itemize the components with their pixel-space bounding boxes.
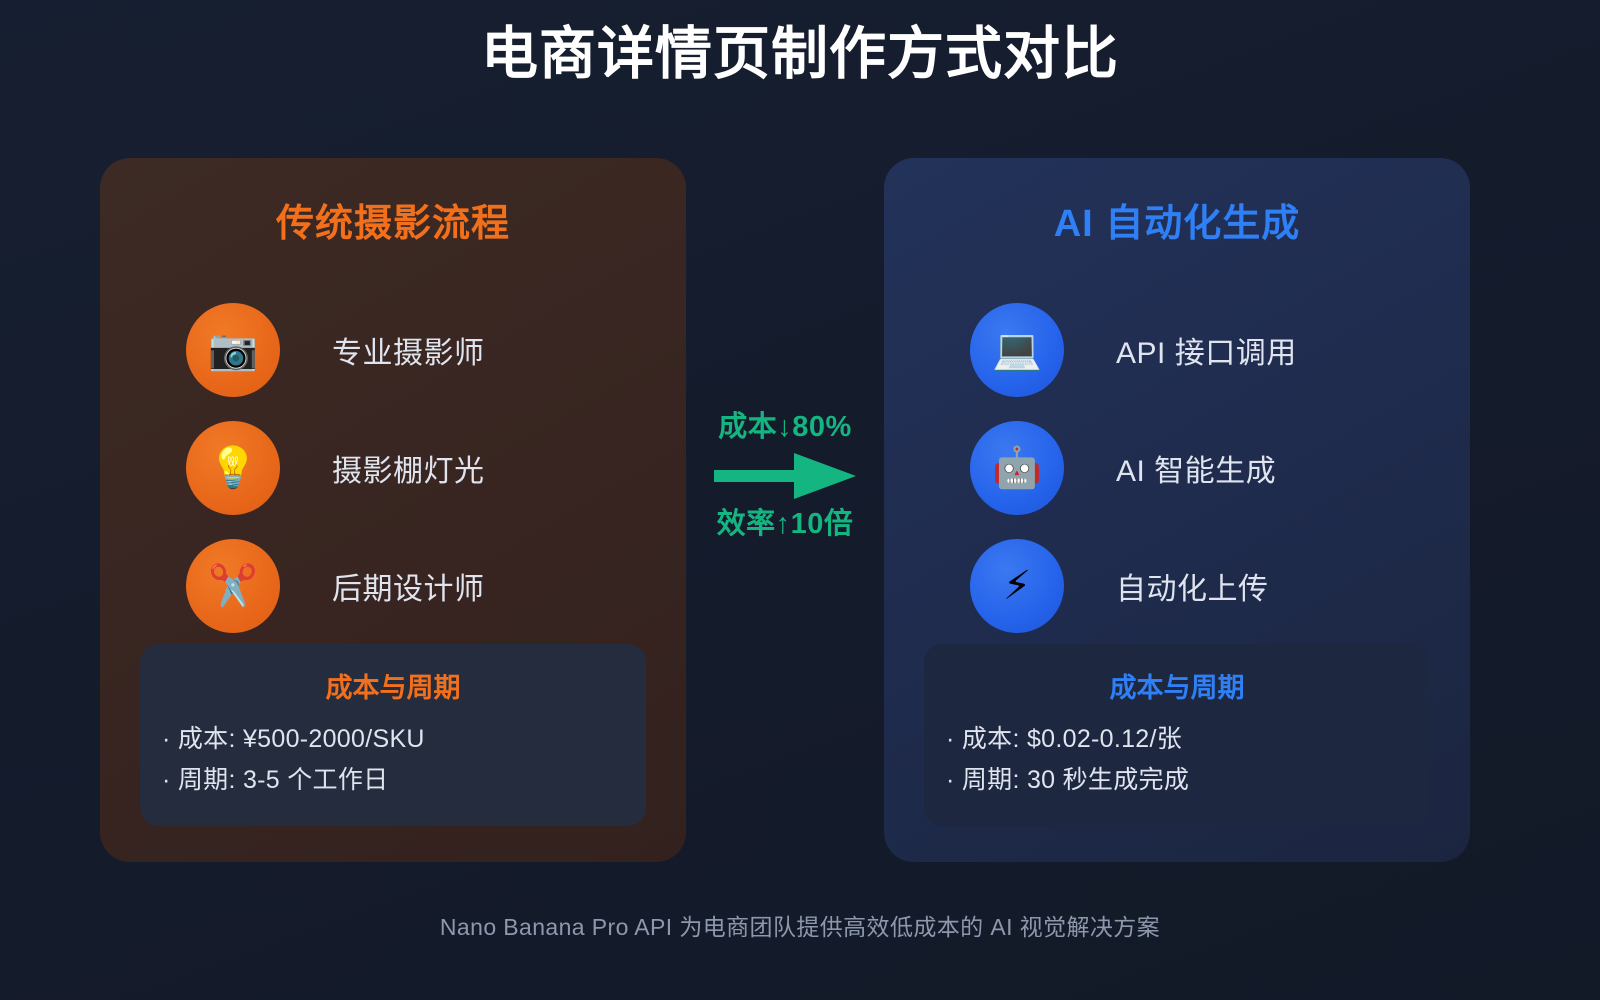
cost-reduction-label: 成本↓80% [718, 411, 852, 443]
feature-label: AI 智能生成 [1116, 455, 1277, 488]
feature-label: 后期设计师 [332, 573, 485, 606]
right-arrow-icon [686, 445, 884, 507]
page-title: 电商详情页制作方式对比 [481, 22, 1119, 86]
laptop-icon: 💻 [970, 303, 1064, 397]
left-feature-list: 📷 专业摄影师 💡 摄影棚灯光 ✂️ 后期设计师 [100, 291, 686, 645]
feature-row: ⚡ 自动化上传 [970, 527, 1470, 645]
lightning-bolt-icon: ⚡ [970, 539, 1064, 633]
feature-label: 自动化上传 [1116, 573, 1269, 606]
feature-label: 摄影棚灯光 [332, 455, 485, 488]
ai-automation-panel: AI 自动化生成 💻 API 接口调用 🤖 AI 智能生成 ⚡ 自动化上传 成本… [884, 158, 1470, 862]
feature-row: ✂️ 后期设计师 [186, 527, 686, 645]
efficiency-gain-label: 效率↑10倍 [716, 507, 854, 540]
left-panel-title: 传统摄影流程 [275, 203, 510, 245]
feature-label: 专业摄影师 [332, 337, 485, 370]
traditional-photography-panel: 传统摄影流程 📷 专业摄影师 💡 摄影棚灯光 ✂️ 后期设计师 成本与周期 · … [100, 158, 686, 862]
lightbulb-icon: 💡 [186, 421, 280, 515]
right-panel-title: AI 自动化生成 [1053, 203, 1301, 245]
info-line: · 周期: 30 秒生成完成 [946, 765, 1190, 794]
left-cost-cycle-box: 成本与周期 · 成本: ¥500-2000/SKU · 周期: 3-5 个工作日 [140, 644, 646, 826]
right-info-title: 成本与周期 [1109, 673, 1245, 703]
right-feature-list: 💻 API 接口调用 🤖 AI 智能生成 ⚡ 自动化上传 [884, 291, 1470, 645]
camera-icon: 📷 [186, 303, 280, 397]
robot-icon: 🤖 [970, 421, 1064, 515]
comparison-arrow-block: 成本↓80% 效率↑10倍 [686, 410, 884, 542]
right-cost-cycle-box: 成本与周期 · 成本: $0.02-0.12/张 · 周期: 30 秒生成完成 [924, 644, 1430, 826]
info-line: · 成本: $0.02-0.12/张 [946, 725, 1183, 753]
scissors-icon: ✂️ [186, 539, 280, 633]
feature-row: 🤖 AI 智能生成 [970, 409, 1470, 527]
info-line: · 成本: ¥500-2000/SKU [162, 725, 425, 753]
footer-caption: Nano Banana Pro API 为电商团队提供高效低成本的 AI 视觉解… [439, 914, 1161, 940]
left-info-title: 成本与周期 [325, 673, 461, 703]
feature-label: API 接口调用 [1116, 337, 1297, 370]
feature-row: 💻 API 接口调用 [970, 291, 1470, 409]
feature-row: 📷 专业摄影师 [186, 291, 686, 409]
info-line: · 周期: 3-5 个工作日 [162, 765, 389, 794]
feature-row: 💡 摄影棚灯光 [186, 409, 686, 527]
